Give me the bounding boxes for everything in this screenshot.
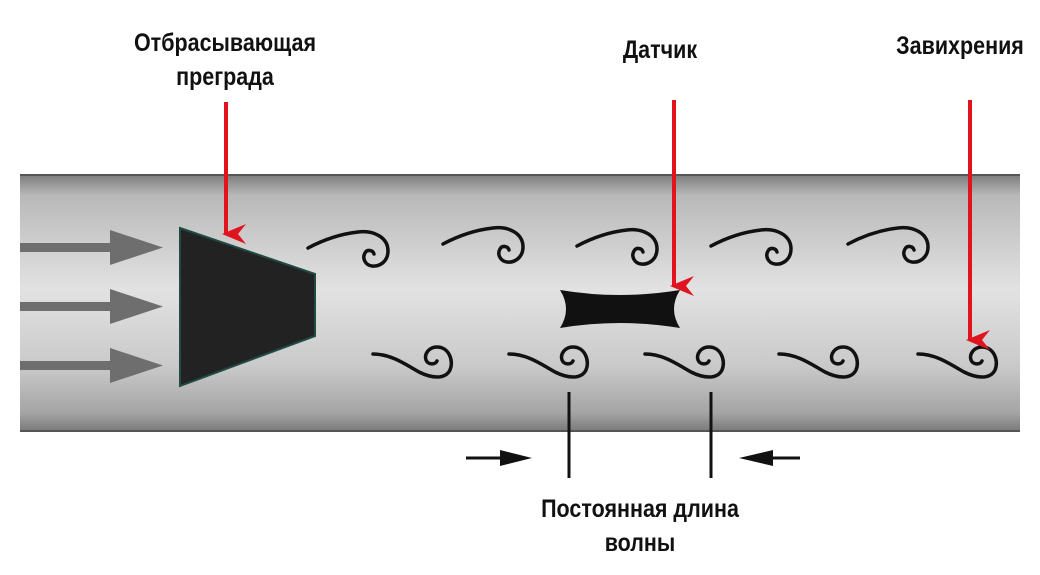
barrier-label-line1: Отбрасывающая: [133, 29, 317, 57]
barrier-label-line2: преграда: [176, 63, 274, 91]
eddies-label-text: Завихрения: [896, 32, 1024, 60]
eddies: [306, 225, 999, 379]
eddies-label: Завихрения: [874, 29, 1040, 63]
vortex-icon: [643, 345, 726, 379]
flow-arrow-icon: [20, 348, 163, 383]
vortex-icon: [306, 229, 390, 268]
wavelength-label-line2: волны: [604, 529, 676, 557]
sensor-label-text: Датчик: [622, 36, 698, 64]
sensor-element: [560, 290, 680, 328]
barrier-label: Отбрасывающая преграда: [126, 26, 324, 94]
vortex-icon: [709, 227, 793, 266]
wavelength-label-line1: Постоянная длина: [541, 495, 739, 523]
vortex-icon: [371, 345, 454, 379]
vortex-icon: [575, 227, 659, 266]
flow-arrow-icon: [20, 289, 163, 324]
wavelength-label: Постоянная длина волны: [520, 492, 761, 560]
sensor-label: Датчик: [587, 33, 733, 67]
pointer-arrows: [222, 100, 990, 350]
flow-arrows: [20, 230, 163, 383]
vortex-icon: [507, 345, 590, 379]
pipe: [20, 174, 1020, 432]
vortex-icon: [846, 225, 930, 264]
vortex-icon: [441, 225, 525, 264]
arrow-left-icon: [739, 450, 800, 466]
vortex-icon: [916, 345, 999, 379]
bluff-body: [179, 226, 316, 388]
arrow-right-icon: [466, 450, 532, 466]
vortex-icon: [777, 345, 860, 379]
flow-arrow-icon: [20, 230, 163, 265]
wavelength-indicator: [466, 392, 800, 478]
